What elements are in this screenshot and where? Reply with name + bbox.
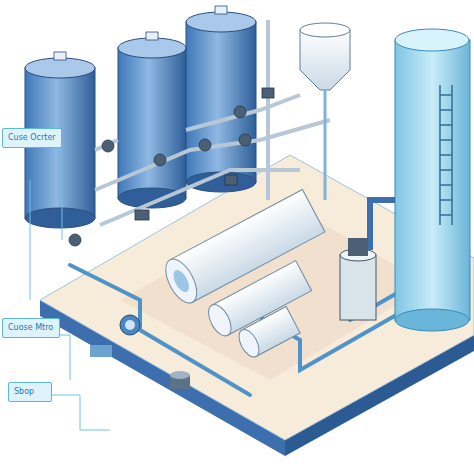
- callout-label: Sbop: [14, 387, 46, 397]
- callout-label: Cuose Mtro: [8, 323, 54, 333]
- callout-box: Sbop: [8, 382, 52, 402]
- callout-label: Cuse Ocrter: [8, 133, 56, 143]
- callout-box: Cuse Ocrter: [2, 128, 62, 148]
- callout-box: Cuose Mtro: [2, 318, 60, 338]
